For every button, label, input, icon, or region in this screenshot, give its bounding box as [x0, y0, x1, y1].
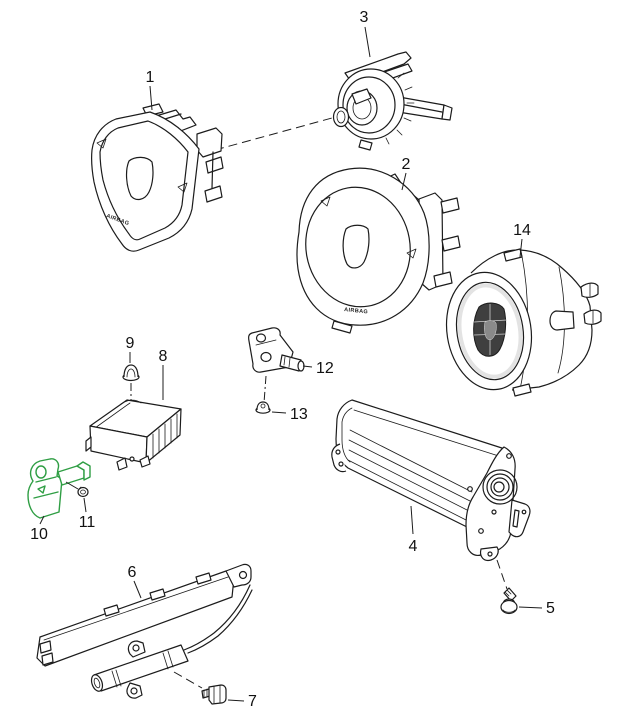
- part-1-driver-airbag-unit: AIRBAG 1: [91, 69, 224, 252]
- callout-4-label: 4: [409, 538, 418, 555]
- callout-5: 5: [518, 600, 555, 617]
- part-14-airbag-unit-round: 14: [445, 222, 602, 397]
- callout-12: 12: [302, 360, 334, 377]
- part-12-impact-sensor: 12: [248, 327, 334, 377]
- part-5-screw: 5: [496, 559, 555, 617]
- part-13-nut: 13: [255, 375, 308, 423]
- part-2-driver-airbag-unit-round: AIRBAG 2: [296, 156, 461, 334]
- callout-10-label: 10: [30, 526, 48, 543]
- callout-12-label: 12: [316, 360, 334, 377]
- part-3-clock-spring: 3: [332, 9, 453, 151]
- callout-7: 7: [227, 693, 257, 710]
- callout-8: 8: [159, 348, 168, 400]
- callout-8-label: 8: [159, 348, 168, 365]
- callout-2-label: 2: [402, 156, 411, 173]
- callout-9-label: 9: [126, 335, 135, 352]
- callout-2: 2: [401, 156, 411, 191]
- callout-10: 10: [30, 515, 48, 543]
- part-11-screw: 11: [77, 486, 96, 531]
- part-10-bracket-highlighted: 10: [27, 458, 91, 543]
- callout-13-label: 13: [290, 406, 308, 423]
- airbag-label-part2: AIRBAG: [344, 307, 369, 315]
- callout-11: 11: [79, 497, 96, 531]
- callout-9: 9: [126, 335, 135, 363]
- assembly-dashed-line-1-3: [214, 117, 333, 151]
- callout-5-label: 5: [546, 600, 555, 617]
- part-4-passenger-airbag-unit: 4: [331, 399, 531, 562]
- part-7-screw: 7: [173, 671, 257, 710]
- callout-1: 1: [146, 69, 155, 111]
- callout-7-label: 7: [248, 693, 257, 710]
- callout-11-label: 11: [79, 514, 96, 531]
- callout-13: 13: [271, 406, 308, 423]
- callout-14-label: 14: [513, 222, 531, 239]
- callout-6-label: 6: [128, 564, 137, 581]
- part-6-curtain-airbag: 6: [36, 563, 253, 699]
- callout-4: 4: [409, 505, 418, 555]
- callout-3-label: 3: [360, 9, 369, 26]
- callout-14: 14: [513, 222, 531, 258]
- callout-6: 6: [128, 564, 142, 599]
- part-8-control-unit: 8: [85, 348, 182, 471]
- callout-3: 3: [360, 9, 371, 58]
- callout-1-label: 1: [146, 69, 155, 86]
